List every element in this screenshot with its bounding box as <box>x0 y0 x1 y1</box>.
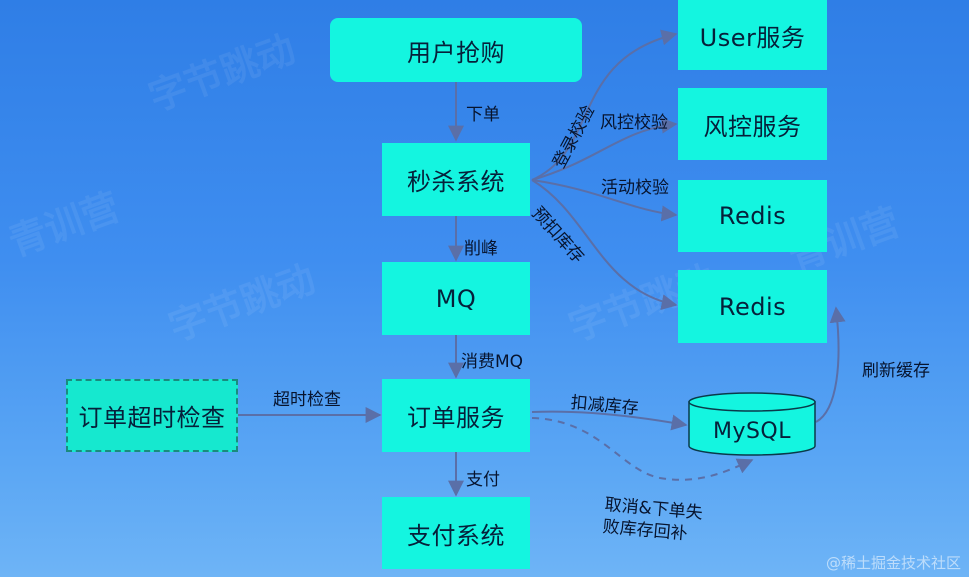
node-user-buy: 用户抢购 <box>330 18 582 82</box>
label-activity-check: 活动校验 <box>601 178 669 198</box>
label-consume-mq: 消费MQ <box>461 352 524 372</box>
label-refresh-cache: 刷新缓存 <box>862 361 930 381</box>
node-redis-activity: Redis <box>678 180 827 252</box>
source-credit: @稀土掘金技术社区 <box>825 554 961 572</box>
node-mysql: MySQL <box>712 418 792 444</box>
label-timeout-check: 超时检查 <box>273 390 341 410</box>
node-order-timeout-check: 订单超时检查 <box>66 379 238 452</box>
label-peak-shaving: 削峰 <box>464 239 498 259</box>
node-redis-stock: Redis <box>678 270 827 343</box>
edge-login-check <box>531 29 678 181</box>
edge-deduct-stock <box>531 410 688 431</box>
node-seckill-system: 秒杀系统 <box>382 143 530 216</box>
mysql-cylinder-shape <box>688 392 816 456</box>
node-pay-system: 支付系统 <box>382 497 530 569</box>
label-risk-check: 风控校验 <box>600 113 668 133</box>
node-order-service: 订单服务 <box>382 379 530 452</box>
edge-pre-deduct <box>531 179 678 311</box>
label-pay: 支付 <box>466 470 500 490</box>
edge-rollback <box>531 417 754 481</box>
edge-activity-check <box>531 179 678 222</box>
label-place-order: 下单 <box>466 105 500 125</box>
edge-risk-check <box>531 117 678 181</box>
edge-refresh-cache <box>815 306 846 423</box>
node-mq: MQ <box>382 262 530 335</box>
node-risk-service: 风控服务 <box>678 88 827 160</box>
node-user-service: User服务 <box>678 0 827 70</box>
